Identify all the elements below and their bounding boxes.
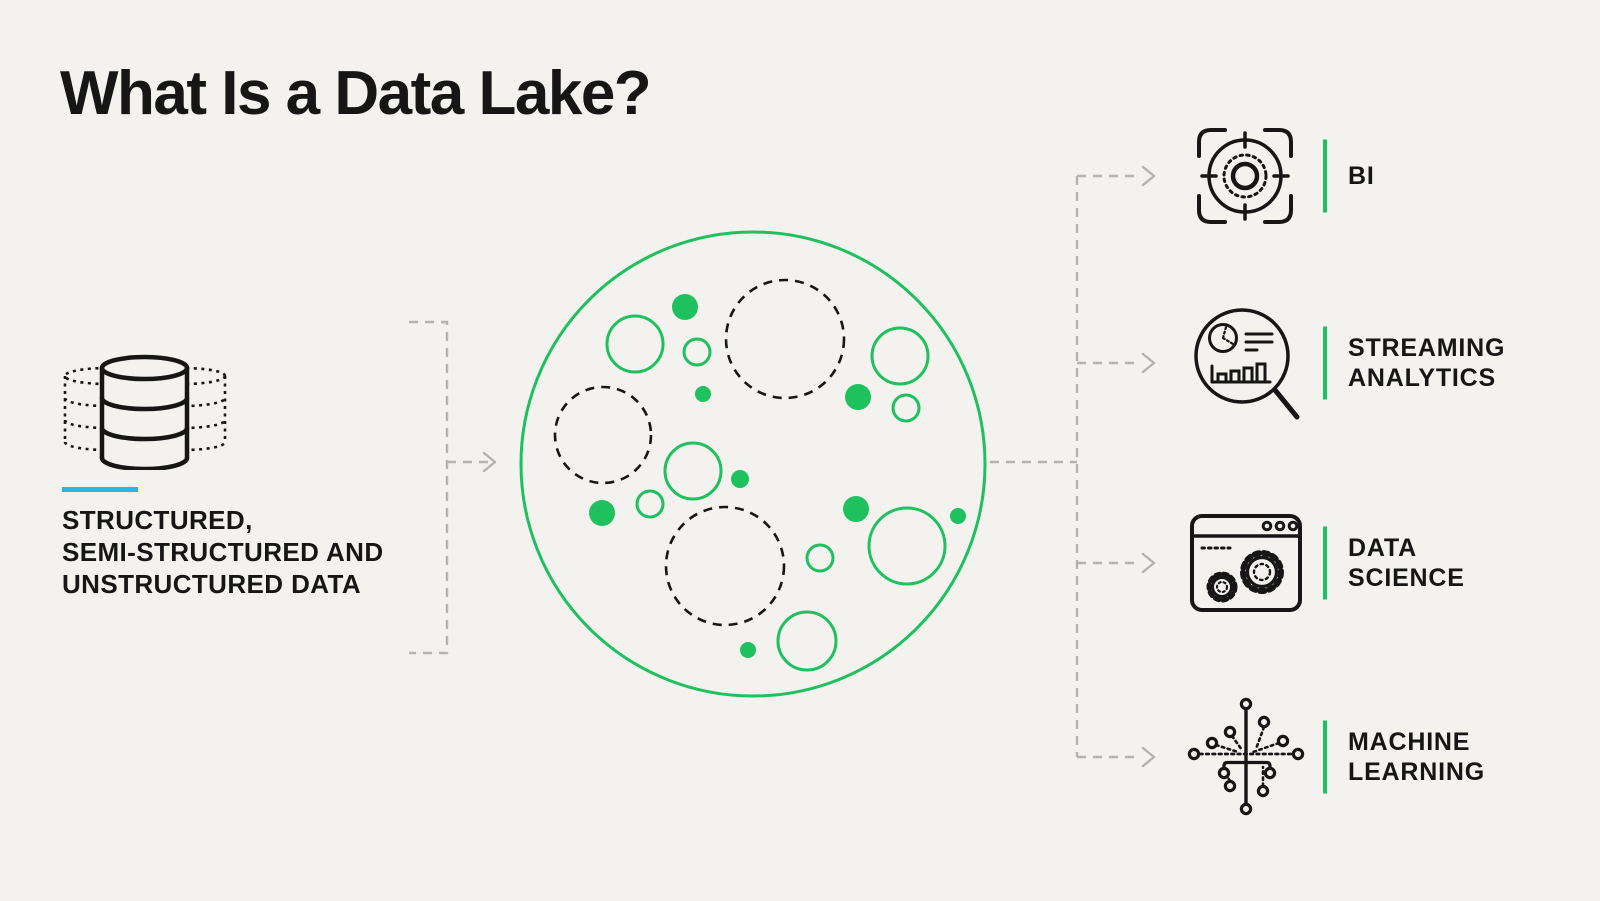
data-lake bbox=[519, 230, 987, 698]
gears bbox=[1206, 550, 1284, 603]
lake-bubble-solid bbox=[740, 642, 756, 658]
arrowhead-streaming bbox=[1141, 352, 1156, 374]
left-bracket-line bbox=[409, 320, 449, 655]
data-science-icon bbox=[1190, 514, 1302, 612]
lake-bubble-solid bbox=[672, 294, 698, 320]
lake-bubble-solid bbox=[589, 500, 615, 526]
magnifier-lens bbox=[1194, 308, 1290, 404]
arrowhead-to-lake bbox=[482, 451, 497, 473]
output-row-machine-learning: MACHINE LEARNING bbox=[1185, 697, 1585, 816]
database-solid-cylinder bbox=[99, 354, 190, 470]
nodes bbox=[1187, 697, 1305, 816]
streaming-analytics-icon bbox=[1194, 308, 1300, 420]
lake-bubble-outline bbox=[891, 393, 921, 423]
lake-bubble-outline bbox=[805, 543, 835, 573]
lake-bubble-outline bbox=[867, 506, 947, 586]
browser-window bbox=[1190, 514, 1302, 612]
arrowhead-bi bbox=[1141, 165, 1156, 187]
lake-bubble-solid bbox=[950, 508, 966, 524]
lake-bubble-solid bbox=[695, 386, 711, 402]
accent-underline bbox=[62, 487, 138, 492]
arrowhead-machine-learning bbox=[1141, 746, 1156, 768]
accent-bar bbox=[1323, 526, 1327, 600]
accent-bar bbox=[1323, 139, 1327, 213]
lake-bubble-dashed bbox=[724, 278, 846, 400]
source-label: STRUCTURED, SEMI-STRUCTURED AND UNSTRUCT… bbox=[62, 505, 384, 599]
lake-bubble-solid bbox=[731, 470, 749, 488]
lake-bubble-outline bbox=[605, 314, 665, 374]
lake-bubble-outline bbox=[870, 326, 930, 386]
output-row-data-science: DATA SCIENCE bbox=[1185, 507, 1585, 619]
output-label-bi: BI bbox=[1348, 162, 1375, 190]
database-icon bbox=[63, 354, 227, 470]
magnifier-handle bbox=[1272, 387, 1300, 420]
bi-target-icon bbox=[1197, 128, 1293, 224]
lake-bubble-dashed bbox=[664, 505, 786, 627]
page-title: What Is a Data Lake? bbox=[60, 59, 652, 128]
lake-bubbles bbox=[553, 278, 966, 672]
lake-outline-circle bbox=[519, 230, 987, 698]
lake-bubble-outline bbox=[776, 610, 838, 672]
arrowhead-data-science bbox=[1141, 552, 1156, 574]
output-label-machine-learning: MACHINE LEARNING bbox=[1348, 728, 1485, 786]
lake-bubble-dashed bbox=[553, 385, 653, 485]
lake-bubble-solid bbox=[845, 384, 871, 410]
machine-learning-icon bbox=[1187, 697, 1305, 816]
accent-bar bbox=[1323, 326, 1327, 400]
output-label-streaming-analytics: STREAMING ANALYTICS bbox=[1348, 334, 1506, 392]
output-row-bi: BI bbox=[1185, 120, 1585, 232]
lake-bubble-solid bbox=[843, 496, 869, 522]
lake-bubble-outline bbox=[663, 441, 723, 501]
output-label-data-science: DATA SCIENCE bbox=[1348, 534, 1465, 592]
output-row-streaming-analytics: STREAMING ANALYTICS bbox=[1185, 307, 1585, 420]
lake-bubble-outline bbox=[635, 489, 665, 519]
accent-bar bbox=[1323, 720, 1327, 794]
lake-bubble-outline bbox=[682, 337, 712, 367]
